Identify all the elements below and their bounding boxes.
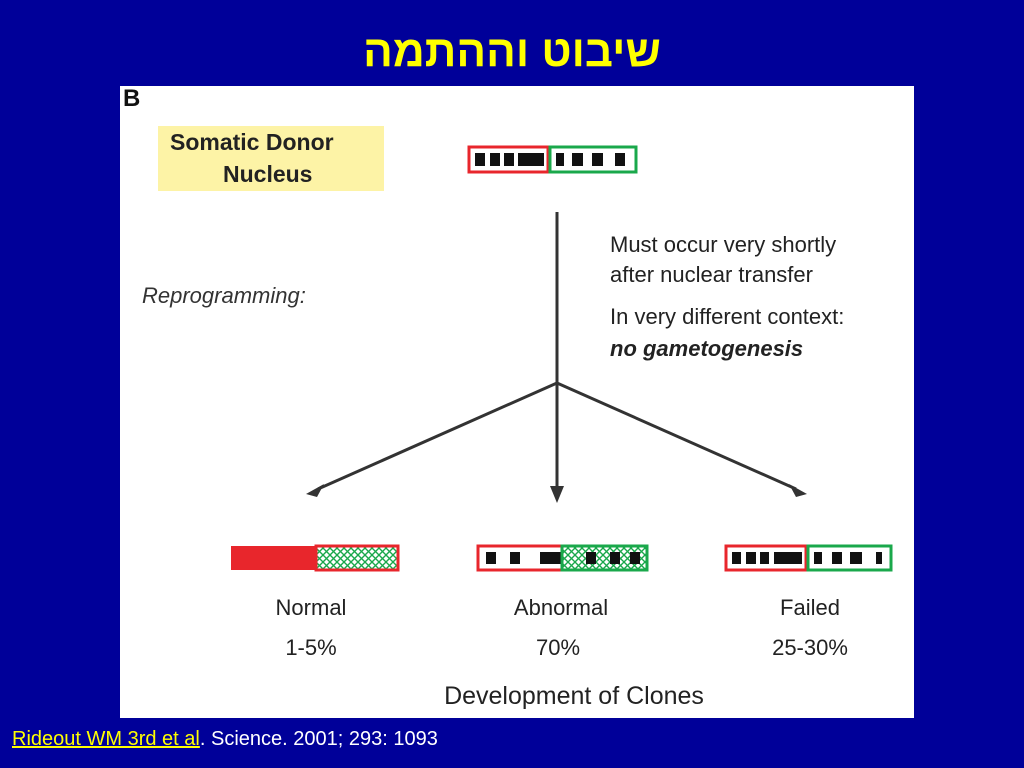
- donor-line-1: Somatic Donor: [170, 129, 334, 155]
- note-line-4: no gametogenesis: [610, 336, 803, 361]
- left-arrow-shaft: [317, 381, 558, 491]
- citation-link[interactable]: Rideout WM 3rd et al: [12, 728, 200, 750]
- donor-line-2: Nucleus: [223, 161, 312, 187]
- figure-caption: Development of Clones: [444, 682, 704, 710]
- center-arrowhead-icon: [550, 486, 564, 503]
- reprogramming-notes: Must occur very shortly after nuclear tr…: [610, 232, 844, 361]
- note-line-2: after nuclear transfer: [610, 262, 813, 287]
- donor-nucleus-box: Somatic Donor Nucleus: [158, 126, 384, 191]
- normal-chromosome-bar: [231, 544, 400, 572]
- note-line-1: Must occur very shortly: [610, 232, 836, 257]
- outcome-normal-percent: 1-5%: [285, 635, 336, 660]
- right-arrow-shaft: [556, 381, 797, 491]
- figure-panel: B Somatic Donor Nucleus Reprogramming: M…: [120, 86, 914, 718]
- panel-label: B: [123, 86, 140, 112]
- outcome-failed-percent: 25-30%: [772, 635, 848, 660]
- left-arrowhead-icon: [306, 484, 324, 497]
- citation: Rideout WM 3rd et al. Science. 2001; 293…: [12, 726, 438, 752]
- branching-arrows: [317, 212, 797, 491]
- outcome-abnormal-percent: 70%: [536, 635, 580, 660]
- right-arrowhead-icon: [789, 484, 807, 497]
- outcome-failed-label: Failed: [780, 595, 840, 620]
- note-line-3: In very different context:: [610, 304, 844, 329]
- slide-title: שיבוט וההתמה: [363, 27, 661, 76]
- outcome-labels: Normal 1-5% Abnormal 70% Failed 25-30%: [276, 595, 848, 660]
- outcome-normal-label: Normal: [276, 595, 347, 620]
- cloning-diagram: B Somatic Donor Nucleus Reprogramming: M…: [123, 86, 893, 710]
- abnormal-chromosome-bar: [476, 544, 649, 572]
- failed-chromosome-bar: [724, 544, 893, 572]
- citation-details: . Science. 2001; 293: 1093: [199, 728, 438, 750]
- reprogramming-label: Reprogramming:: [142, 283, 306, 308]
- outcome-abnormal-label: Abnormal: [514, 595, 608, 620]
- donor-chromosome-bar: [467, 145, 638, 174]
